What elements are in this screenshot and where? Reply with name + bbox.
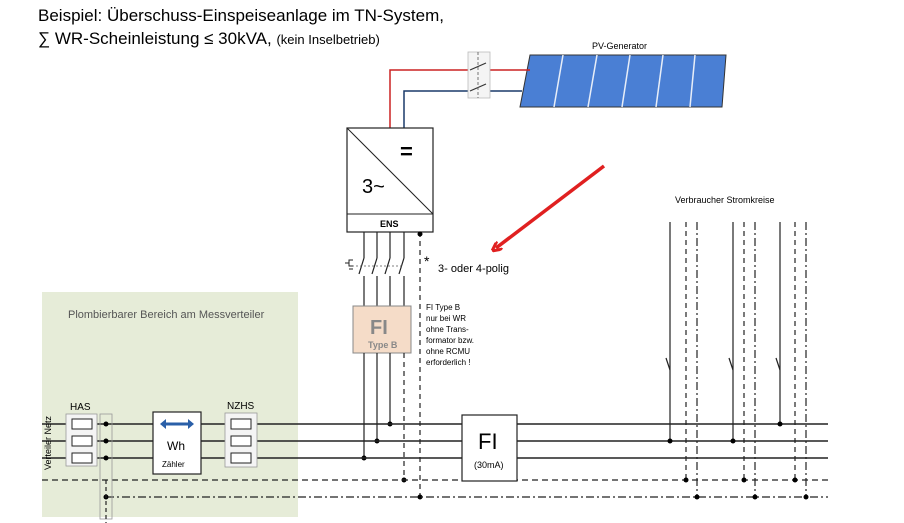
- inverter-ac-leads: [363, 231, 423, 497]
- ac-disconnect-switch: [345, 257, 405, 306]
- inverter: [346, 127, 434, 233]
- consumer-circuits: [665, 222, 809, 500]
- fi-type-b-sublabel: Type B: [368, 340, 398, 350]
- nzhs-label: NZHS: [227, 401, 255, 412]
- fi-type-b-box: [352, 305, 412, 354]
- metering-area-label: Plombierbarer Bereich am Messverteiler: [68, 309, 265, 321]
- dc-wiring: [389, 69, 530, 128]
- meter-symbol: Wh: [167, 439, 185, 453]
- fi-note-line: formator bzw.: [426, 336, 474, 345]
- switch-note-text: 3- oder 4-polig: [438, 263, 509, 275]
- fi-note-line: ohne RCMU: [426, 347, 470, 356]
- fi-note-line: erforderlich !: [426, 358, 470, 367]
- title-power-condition: ∑ WR-Scheinleistung ≤ 30kVA,: [38, 29, 272, 48]
- pen-connection: [99, 413, 113, 523]
- inverter-ac-symbol: 3~: [362, 176, 385, 198]
- main-fi-label: FI: [478, 429, 498, 454]
- main-fi-box: [461, 414, 518, 482]
- meter-label: Zähler: [162, 460, 185, 469]
- fi-note-line: ohne Trans-: [426, 325, 469, 334]
- pv-generator-label: PV-Generator: [592, 41, 647, 51]
- energy-meter: [152, 411, 202, 475]
- nzhs-fuses: [224, 412, 258, 468]
- fi-note-line: nur bei WR: [426, 314, 466, 323]
- inverter-dc-symbol: =: [400, 139, 413, 164]
- grid-label: Verteiler Netz: [43, 415, 53, 470]
- fi-note-line: FI Type B: [426, 303, 460, 312]
- pv-generator: [519, 54, 727, 108]
- consumers-label: Verbraucher Stromkreise: [675, 195, 775, 205]
- has-label: HAS: [70, 402, 91, 413]
- fi-type-b-label: FI: [370, 317, 388, 339]
- main-fi-sublabel: (30mA): [474, 460, 504, 470]
- diagram-title-line2: ∑ WR-Scheinleistung ≤ 30kVA, (kein Insel…: [38, 29, 380, 49]
- title-note: (kein Inselbetrieb): [276, 32, 380, 47]
- switch-note-marker: *: [424, 253, 430, 269]
- red-arrow: [496, 164, 606, 248]
- fi-type-b-note: FI Type B nur bei WR ohne Trans- formato…: [426, 303, 474, 367]
- dc-disconnect-switch: [467, 51, 491, 99]
- diagram-title-line1: Beispiel: Überschuss-Einspeiseanlage im …: [38, 6, 444, 25]
- fi-type-b-outputs: [361, 353, 423, 500]
- has-fuses: [65, 413, 98, 467]
- ens-label: ENS: [380, 219, 399, 229]
